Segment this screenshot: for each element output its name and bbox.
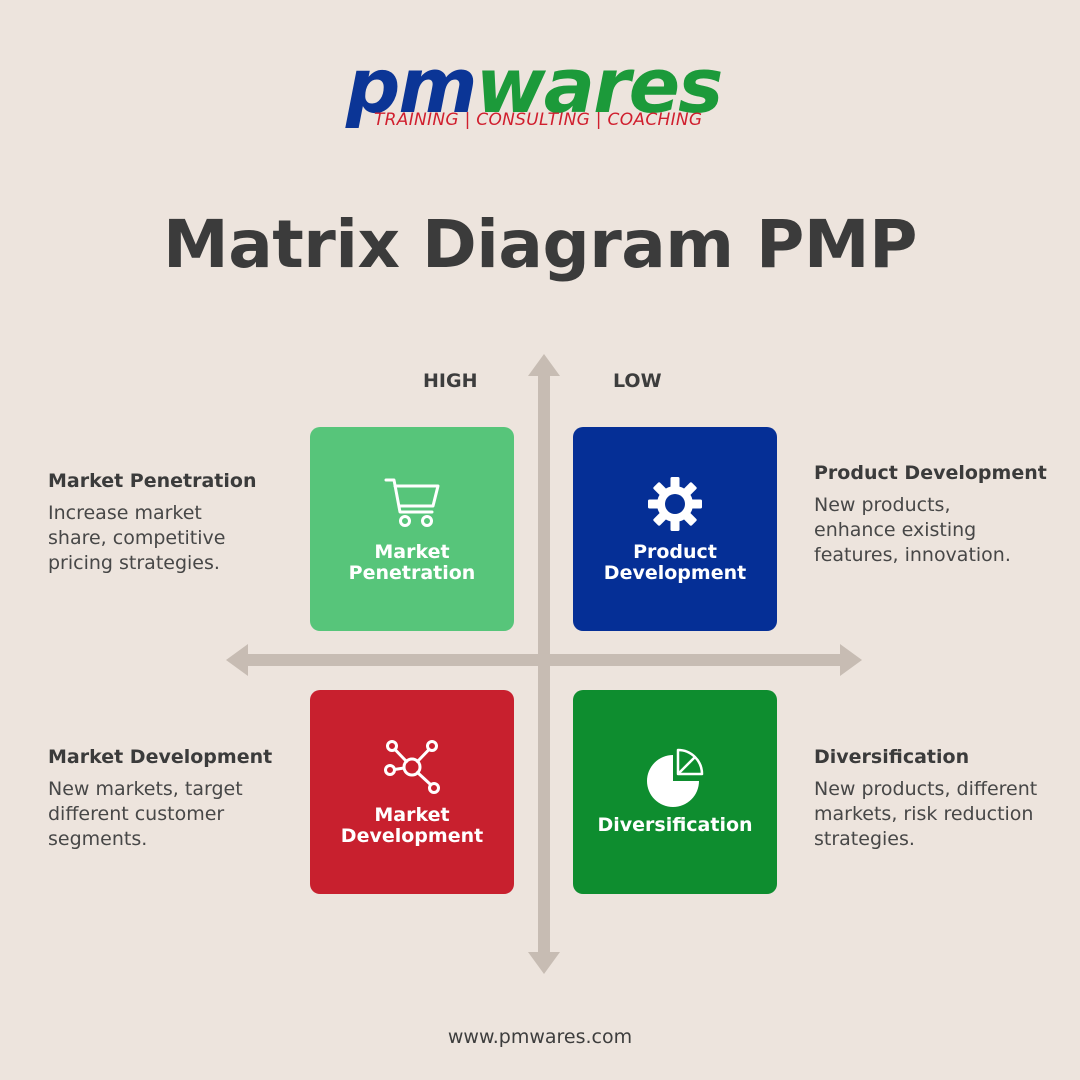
- brand-logo: pmwares TRAINING | CONSULTING | COACHING: [340, 48, 740, 142]
- vertical-axis-arrow-down: [528, 952, 560, 974]
- description-market-development: Market Development New markets, target d…: [48, 746, 288, 852]
- vertical-axis-arrow-up: [528, 354, 560, 376]
- description-text: New products, different markets, risk re…: [814, 778, 1038, 850]
- horizontal-axis-arrow-right: [840, 644, 862, 676]
- description-market-penetration: Market Penetration Increase market share…: [48, 470, 288, 576]
- axis-label-low: LOW: [613, 370, 662, 392]
- horizontal-axis-arrow-left: [226, 644, 248, 676]
- pie-chart-icon: [647, 749, 704, 808]
- page-title: Matrix Diagram PMP: [163, 206, 917, 283]
- description-text: New markets, target different customer s…: [48, 778, 243, 850]
- description-title: Market Penetration: [48, 470, 257, 492]
- description-title: Market Development: [48, 746, 273, 768]
- quadrant-market-development: Market Development: [310, 690, 514, 894]
- footer-url: www.pmwares.com: [447, 1026, 633, 1048]
- quadrant-product-development: Product Development: [573, 427, 777, 631]
- quadrant-label: Diversification: [597, 814, 753, 837]
- description-product-development: Product Development New products, enhanc…: [814, 462, 1054, 568]
- quadrant-market-penetration: Market Penetration: [310, 427, 514, 631]
- description-title: Product Development: [814, 462, 1047, 484]
- logo-tagline: TRAINING | CONSULTING | COACHING: [374, 110, 703, 130]
- logo-wordmark: pmwares: [346, 41, 723, 130]
- shopping-cart-icon: [384, 478, 440, 527]
- quadrant-diversification: Diversification: [573, 690, 777, 894]
- quadrant-label: Product Development: [603, 540, 747, 584]
- gear-icon: [648, 476, 702, 531]
- horizontal-axis-line: [244, 654, 842, 666]
- quadrant-label: Market Development: [340, 803, 484, 847]
- axis-label-high: HIGH: [423, 370, 478, 392]
- description-text: Increase market share, competitive prici…: [48, 502, 226, 574]
- description-diversification: Diversification New products, different …: [814, 746, 1054, 852]
- quadrant-label: Market Penetration: [348, 540, 476, 584]
- description-title: Diversification: [814, 746, 970, 768]
- description-text: New products, enhance existing features,…: [814, 494, 1011, 566]
- network-hub-icon: [384, 739, 440, 794]
